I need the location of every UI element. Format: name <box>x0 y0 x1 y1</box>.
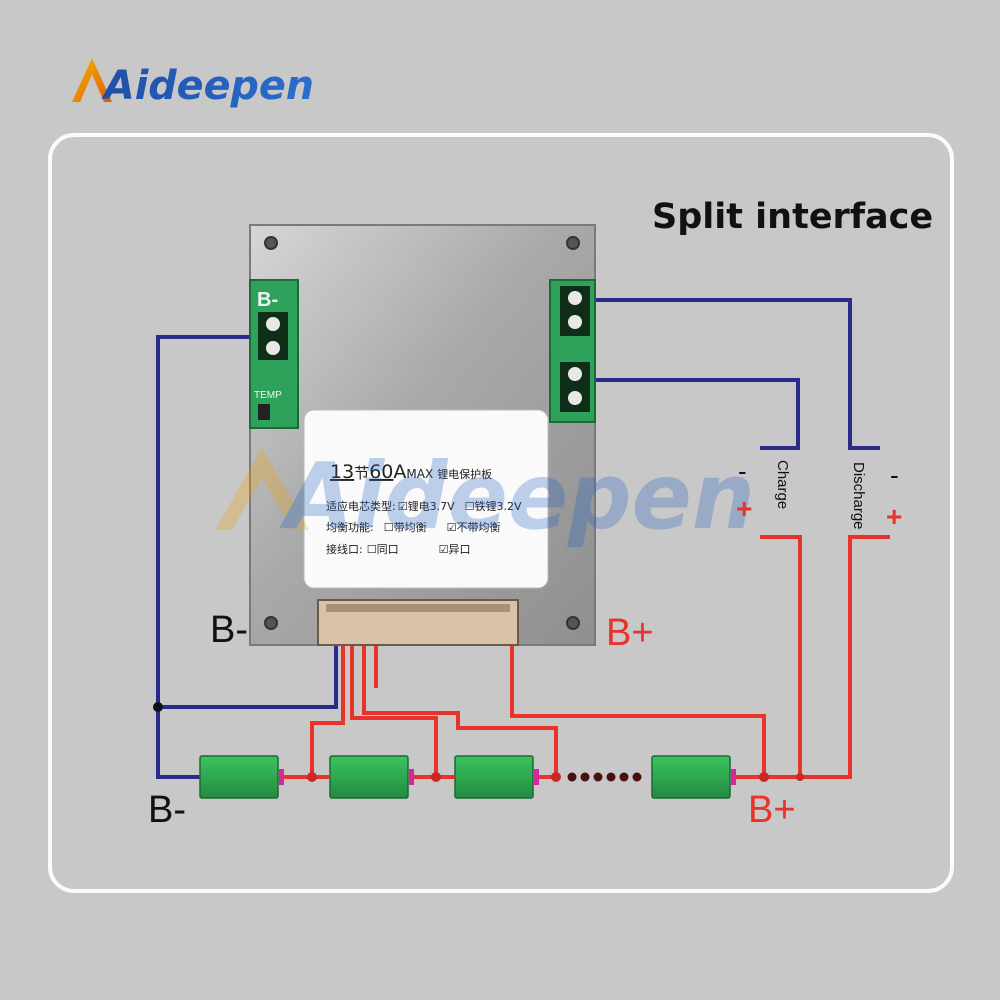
sticker-row2-opt1: 带均衡 <box>394 521 427 534</box>
svg-text:适应电芯类型:☑锂电3.7V☐铁锂3.2V: 适应电芯类型:☑锂电3.7V ☐铁锂3.2V <box>326 499 522 513</box>
checkbox-checked-icon: ☑ <box>447 521 457 534</box>
mount-hole-icon <box>264 236 278 250</box>
diagram-frame <box>48 133 954 893</box>
sticker-current: 60 <box>369 461 393 483</box>
brand-logo-text: Aideepen <box>101 63 314 109</box>
battery-cells <box>199 755 736 799</box>
sticker-row1-opt1: 锂电3.7V <box>408 499 455 513</box>
checkbox-checked-icon: ☑ <box>439 543 449 556</box>
diagram-title: Split interface <box>652 197 933 237</box>
connector-pins <box>326 604 510 612</box>
sticker-row1-label: 适应电芯类型: <box>326 499 396 513</box>
sticker-max: MAX <box>406 467 433 481</box>
mount-hole-icon <box>566 616 580 630</box>
battery-cell <box>651 755 731 799</box>
mount-hole-icon <box>264 616 278 630</box>
battery-terminal-icon <box>731 769 736 785</box>
charge-plus-label: + <box>736 493 752 524</box>
screw-icon <box>568 367 582 381</box>
screw-icon <box>568 315 582 329</box>
sticker-row2-label: 均衡功能: <box>326 520 374 534</box>
checkbox-empty-icon: ☐ <box>465 500 475 513</box>
sticker-cell-count: 13 <box>330 461 354 483</box>
svg-text:均衡功能:☐带均衡☑不带均衡: 均衡功能: ☐带均衡 ☑不带均衡 <box>326 520 500 534</box>
sticker-row2-opt2: 不带均衡 <box>456 521 500 534</box>
bottom-b-plus-label: B+ <box>748 789 796 831</box>
discharge-plus-label: + <box>886 501 902 532</box>
temp-sensor-connector <box>258 404 270 420</box>
brand-logo: Aideepen <box>72 58 314 109</box>
bottom-b-minus-label: B- <box>148 789 186 831</box>
junctions <box>307 772 804 782</box>
discharge-label: Discharge <box>850 462 867 530</box>
screw-icon <box>568 391 582 405</box>
battery-cell <box>199 755 279 799</box>
svg-text:Aideepen: Aideepen <box>279 443 755 550</box>
screw-icon <box>568 291 582 305</box>
spec-sticker <box>303 409 549 589</box>
discharge-minus-label: - <box>890 460 899 490</box>
series-ellipsis <box>567 772 642 782</box>
sticker-row1-opt2: 铁锂3.2V <box>475 499 522 513</box>
sticker-row3-label: 接线口: <box>326 542 363 556</box>
screw-icon <box>266 317 280 331</box>
pcb-silk-temp: TEMP <box>254 390 282 401</box>
sticker-row3-opt2: 异口 <box>448 543 470 556</box>
pcb-b-minus-label: B- <box>210 609 248 651</box>
pcb-b-plus-label: B+ <box>606 612 654 654</box>
battery-cell <box>454 755 534 799</box>
b-minus-junction <box>153 702 163 712</box>
charge-minus-label: - <box>738 456 747 486</box>
checkbox-checked-icon: ☑ <box>398 500 408 513</box>
blue-wires <box>156 298 880 779</box>
charge-label: Charge <box>774 460 791 509</box>
screw-icon <box>266 341 280 355</box>
watermark-logo: Aideepen <box>215 443 755 550</box>
battery-terminal-icon <box>534 769 539 785</box>
sticker-jie: 节 <box>354 464 369 482</box>
checkbox-empty-icon: ☐ <box>384 521 394 534</box>
pcb-silk-b-minus: B- <box>257 289 278 311</box>
svg-text:接线口:☐同口☑异口: 接线口: ☐同口 ☑异口 <box>326 542 470 556</box>
sticker-title-rest: 锂电保护板 <box>437 467 492 481</box>
battery-terminal-icon <box>279 769 284 785</box>
battery-cell <box>329 755 409 799</box>
sticker-row3-opt1: 同口 <box>377 543 399 556</box>
mount-hole-icon <box>566 236 580 250</box>
checkbox-empty-icon: ☐ <box>367 543 377 556</box>
battery-terminal-icon <box>409 769 414 785</box>
sticker-unit: A <box>393 461 406 483</box>
